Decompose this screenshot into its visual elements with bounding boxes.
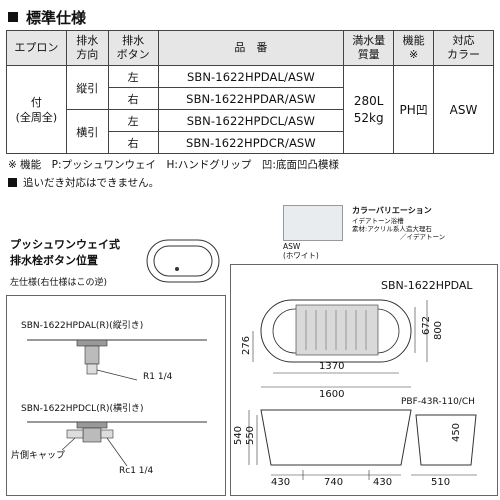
dim-pbf: PBF-43R-110/CH — [401, 397, 475, 407]
label-horizontal-model: SBN-1622HPDCL(R)(横引き) — [21, 404, 144, 414]
dim-1370: 1370 — [319, 361, 345, 372]
cv-sub-2: 素材:アクリル系人造大理石 — [352, 225, 432, 233]
reheat-note: 追いだき対応はできません。 — [23, 177, 160, 189]
header-apron: エプロン — [6, 30, 67, 66]
table-row: 横引 左 SBN-1622HPDCL/ASW — [7, 109, 494, 154]
cell-btn: 右 — [107, 87, 159, 110]
tub-dimension-panel: SBN-1622HPDAL 672 800 276 1370 1600 — [230, 264, 498, 496]
cell-model: SBN-1622HPDAR/ASW — [157, 87, 345, 110]
section-title: 標準仕様 — [8, 6, 86, 28]
swatch-code: ASW — [283, 242, 301, 251]
horizontal-drain-drawing — [27, 421, 207, 467]
dim-550: 550 — [245, 425, 257, 446]
right-model-label: SBN-1622HPDAL — [381, 279, 473, 292]
button-position-line1: プッシュワンウェイ式 — [10, 238, 120, 251]
color-variation-title: カラーバリエーション — [352, 206, 432, 215]
cell-model: SBN-1622HPDCL/ASW — [157, 109, 345, 132]
dim-672: 672 — [421, 315, 433, 336]
label-r-vertical: R1 1/4 — [143, 372, 173, 382]
cell-btn: 右 — [107, 131, 159, 154]
swatch-name: (ホワイト) — [283, 251, 319, 260]
button-position-title: プッシュワンウェイ式 排水栓ボタン位置 — [10, 237, 120, 269]
dim-276: 276 — [241, 335, 253, 356]
header-drain-direction: 排水 方向 — [65, 30, 109, 66]
cv-sub-3: ／イデアトーン — [400, 233, 446, 241]
vertical-drain-drawing — [27, 339, 207, 381]
section-title-text: 標準仕様 — [26, 8, 87, 27]
header-drain-button: 排水 ボタン — [107, 30, 159, 66]
cell-model: SBN-1622HPDAL/ASW — [157, 65, 345, 88]
dim-510: 510 — [431, 477, 451, 488]
table-header-row: エプロン 排水 方向 排水 ボタン 品 番 満水量 質量 機能 ※ 対応 カラー — [6, 30, 494, 66]
drain-detail-panel: SBN-1622HPDAL(R)(縦引き) R1 1/4 SBN-1622HPD… — [6, 295, 226, 496]
cell-color: ASW — [433, 65, 494, 154]
label-vertical-model: SBN-1622HPDAL(R)(縦引き) — [21, 321, 144, 331]
tub-plan-drawing — [248, 299, 477, 480]
cell-capacity: 280L 52kg — [343, 65, 395, 154]
label-cap: 片側キャップ — [11, 451, 66, 461]
dim-540: 540 — [233, 425, 245, 446]
button-position-line2: 排水栓ボタン位置 — [10, 254, 98, 267]
cell-dir-vertical: 縦引 — [65, 65, 109, 110]
cell-btn: 左 — [107, 109, 159, 132]
title-square-icon — [8, 12, 18, 22]
cell-apron: 付 (全周全) — [6, 65, 67, 154]
dim-450: 450 — [451, 422, 463, 443]
header-function: 機能 ※ — [393, 30, 435, 66]
tub-topview-icon — [146, 239, 220, 283]
cell-dir-horizontal: 横引 — [65, 109, 109, 154]
swatch-label: ASW (ホワイト) — [283, 242, 319, 260]
color-swatch — [283, 205, 343, 241]
label-rc-horizontal: Rc1 1/4 — [119, 466, 154, 476]
spec-table: エプロン 排水 方向 排水 ボタン 品 番 満水量 質量 機能 ※ 対応 カラー… — [6, 30, 494, 154]
header-model: 品 番 — [157, 30, 345, 66]
cv-sub-1: イデアトーン浴槽 — [352, 217, 404, 225]
dim-430-left: 430 — [271, 477, 291, 488]
table-row: 右 SBN-1622HPDCR/ASW — [7, 131, 494, 154]
reheat-note-row: 追いだき対応はできません。 — [8, 175, 159, 190]
cell-function: PH凹 — [393, 65, 435, 154]
cell-btn: 左 — [107, 65, 159, 88]
table-row: 付 (全周全) 縦引 左 SBN-1622HPDAL/ASW 280L 52kg… — [6, 65, 494, 154]
dim-1600: 1600 — [319, 389, 345, 400]
dim-740: 740 — [324, 477, 344, 488]
cell-model: SBN-1622HPDCR/ASW — [157, 131, 345, 154]
color-variation-sub: イデアトーン浴槽 素材:アクリル系人造大理石 ／イデアトーン — [352, 217, 445, 241]
dim-430-right: 430 — [373, 477, 393, 488]
header-capacity: 満水量 質量 — [343, 30, 395, 66]
dim-800: 800 — [433, 320, 445, 341]
note-square-icon — [8, 178, 17, 187]
header-color: 対応 カラー — [433, 30, 494, 66]
function-note: ※ 機能 P:プッシュワンウェイ H:ハンドグリップ 凹:底面凹凸模様 — [8, 159, 339, 171]
button-position-sub: 左仕様(右仕様はこの逆) — [10, 278, 108, 288]
